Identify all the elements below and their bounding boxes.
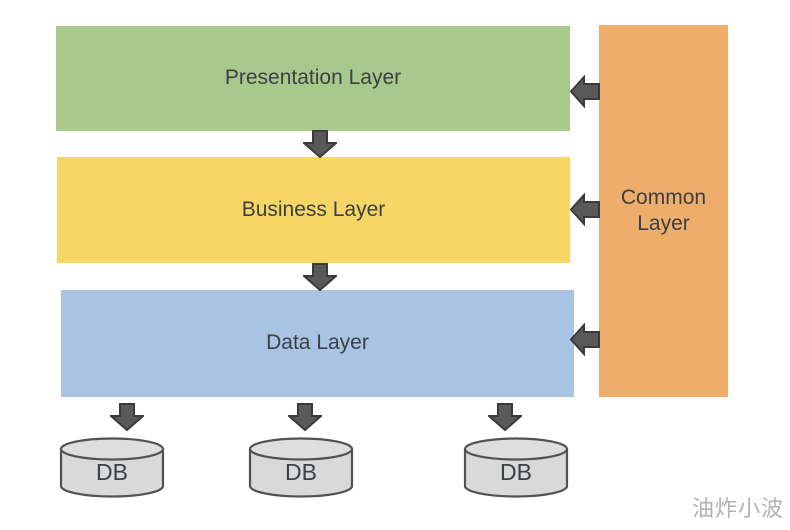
arrow-left-common-to-data-icon bbox=[570, 323, 600, 356]
arrow-down-data-to-db-1-icon bbox=[110, 403, 144, 431]
arrow-left-common-to-presentation-icon bbox=[570, 75, 600, 108]
data-layer-box: Data Layer bbox=[61, 290, 574, 397]
business-layer-box: Business Layer bbox=[57, 157, 570, 263]
cylinder-top-ellipse bbox=[59, 437, 165, 461]
common-layer-box: Common Layer bbox=[599, 25, 728, 397]
db-label-3: DB bbox=[500, 459, 532, 485]
arrow-down-presentation-to-business-icon bbox=[303, 130, 337, 158]
data-layer-label: Data Layer bbox=[266, 331, 369, 355]
arrow-down-data-to-db-2-icon bbox=[288, 403, 322, 431]
watermark-text: 油炸小波 bbox=[691, 496, 784, 521]
common-layer-label: Common Layer bbox=[620, 185, 707, 235]
arrow-down-business-to-data-icon bbox=[303, 263, 337, 291]
presentation-layer-label: Presentation Layer bbox=[224, 66, 402, 90]
presentation-layer-box: Presentation Layer bbox=[56, 26, 570, 131]
cylinder-top-ellipse bbox=[463, 437, 569, 461]
business-layer-label: Business Layer bbox=[241, 197, 386, 221]
arrow-down-data-to-db-3-icon bbox=[488, 403, 522, 431]
database-cylinder-2: DB bbox=[248, 437, 354, 498]
cylinder-top-ellipse bbox=[248, 437, 354, 461]
database-cylinder-3: DB bbox=[463, 437, 569, 498]
db-label-1: DB bbox=[96, 459, 128, 485]
db-label-2: DB bbox=[285, 459, 317, 485]
database-cylinder-1: DB bbox=[59, 437, 165, 498]
arrow-left-common-to-business-icon bbox=[570, 193, 600, 226]
